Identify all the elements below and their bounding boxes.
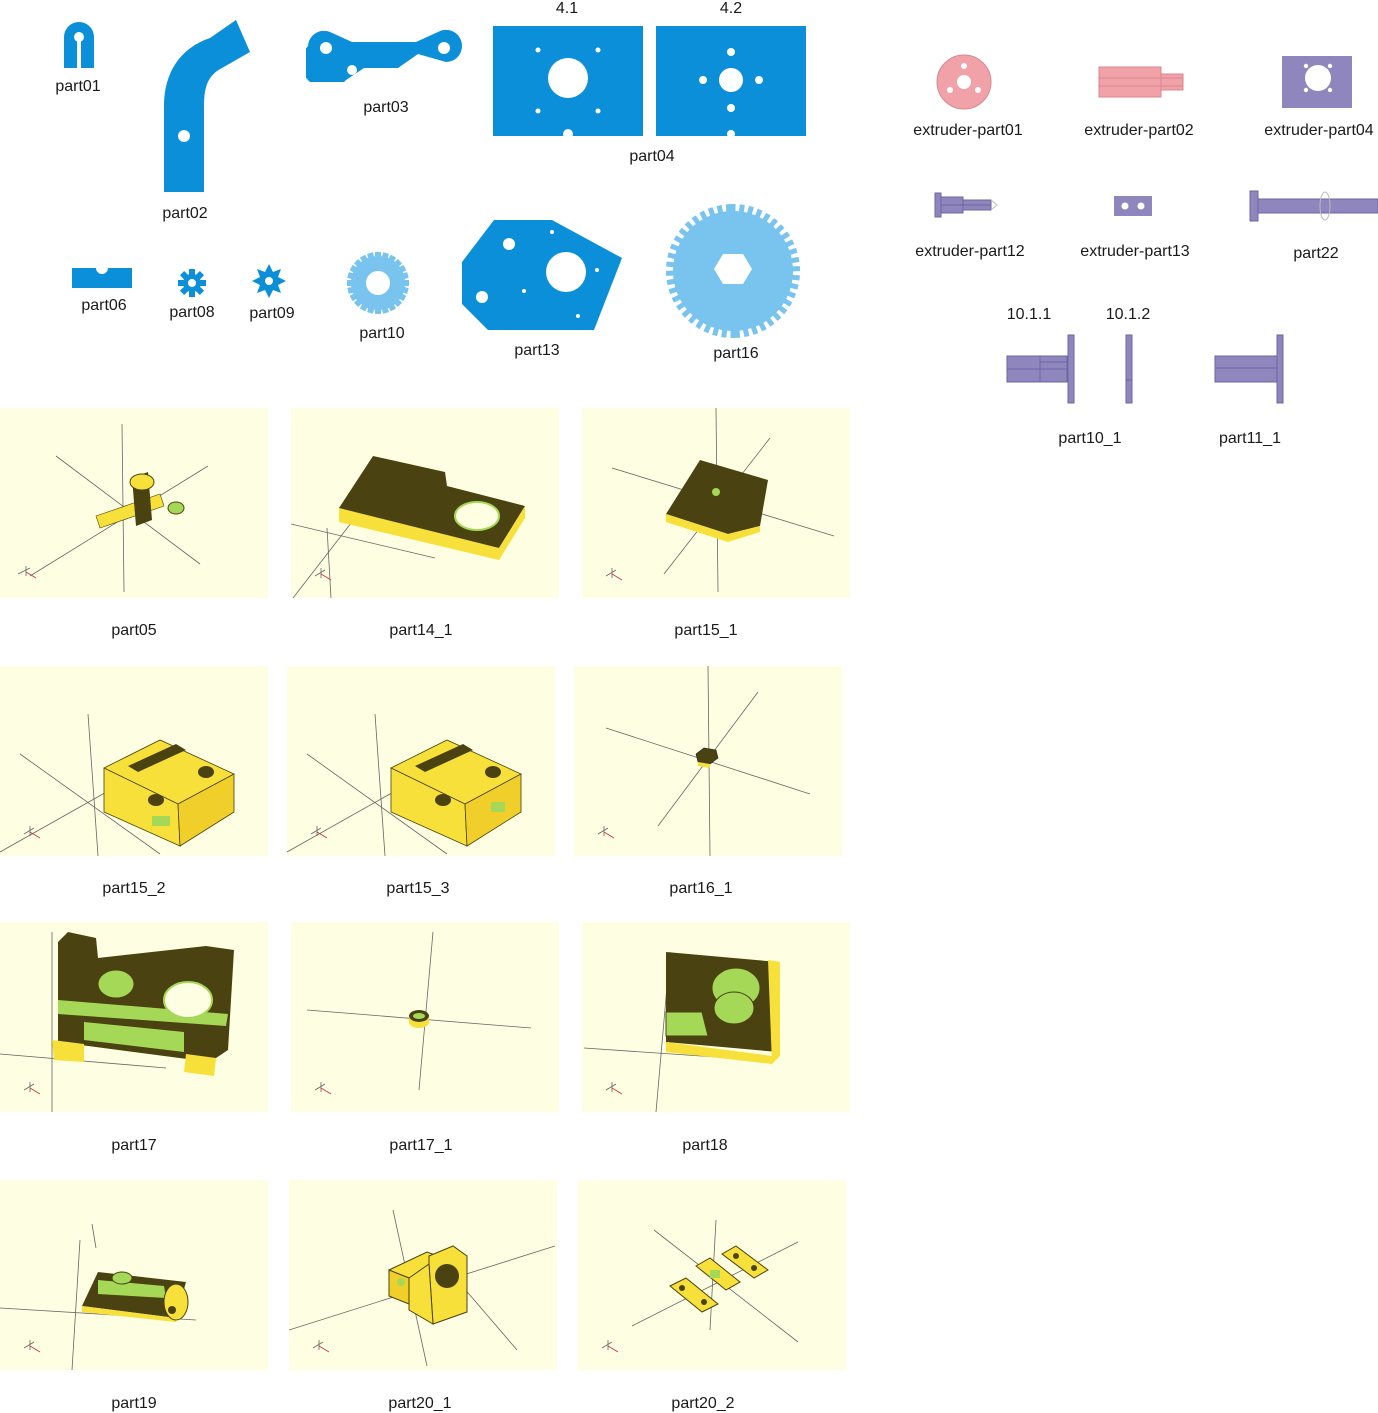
part22-label: part22 <box>1293 245 1339 262</box>
render-part18-label: part18 <box>682 1137 728 1154</box>
extruder-part13-shape <box>1114 196 1152 216</box>
sub-10-1-2-label: 10.1.2 <box>1105 306 1151 323</box>
render-part18 <box>582 922 850 1112</box>
render-part15-3-label: part15_3 <box>386 880 450 897</box>
part08-shape <box>178 269 206 297</box>
part01-label: part01 <box>55 78 101 95</box>
render-part17-label: part17 <box>111 1137 157 1154</box>
part10-1-2-shape <box>1125 334 1133 404</box>
render-part16-1 <box>574 666 842 856</box>
extruder-part02-label: extruder-part02 <box>1084 122 1194 139</box>
part10-shape <box>347 252 409 314</box>
part09-shape <box>252 264 286 298</box>
part02-label: part02 <box>162 205 208 222</box>
render-part17-1 <box>291 922 559 1112</box>
extruder-part04-label: extruder-part04 <box>1264 122 1374 139</box>
part04-variant1-label: 4.1 <box>555 0 579 17</box>
sub-10-1-1-label: 10.1.1 <box>1006 306 1052 323</box>
render-part20-1-label: part20_1 <box>388 1395 452 1412</box>
part03-shape <box>306 29 463 82</box>
render-part15-2-label: part15_2 <box>102 880 166 897</box>
extruder-part01-label: extruder-part01 <box>913 122 1023 139</box>
part04-variant2-label: 4.2 <box>719 0 743 17</box>
part04-variant1-shape <box>493 26 643 136</box>
extruder-part04-shape <box>1282 56 1352 108</box>
part11-1-label: part11_1 <box>1219 430 1281 447</box>
part04-variant2-shape <box>656 26 806 136</box>
render-part05 <box>0 408 268 598</box>
render-part20-2-label: part20_2 <box>671 1395 735 1412</box>
extruder-part12-shape <box>934 192 998 218</box>
render-part19 <box>0 1180 268 1370</box>
part06-label: part06 <box>81 297 127 314</box>
render-part20-1 <box>289 1180 557 1370</box>
part16-label: part16 <box>713 345 759 362</box>
part02-shape <box>164 20 250 192</box>
render-part16-1-label: part16_1 <box>669 880 733 897</box>
extruder-part02-shape <box>1098 66 1184 98</box>
extruder-part01-shape <box>936 54 992 110</box>
part16-shape <box>666 204 800 338</box>
part10-1-shape <box>1006 334 1075 404</box>
part09-label: part09 <box>249 305 295 322</box>
render-part15-1-label: part15_1 <box>674 622 738 639</box>
render-part05-label: part05 <box>111 622 157 639</box>
part01-shape <box>64 22 94 68</box>
render-part14-1 <box>291 408 559 598</box>
render-part15-3 <box>287 666 555 856</box>
part10-label: part10 <box>359 325 405 342</box>
render-part15-1 <box>582 408 850 598</box>
part04-label: part04 <box>629 148 675 165</box>
render-part19-label: part19 <box>111 1395 157 1412</box>
part13-shape <box>462 220 622 330</box>
part06-shape <box>72 268 132 288</box>
render-part14-1-label: part14_1 <box>389 622 453 639</box>
render-part17-1-label: part17_1 <box>389 1137 453 1154</box>
part08-label: part08 <box>169 304 215 321</box>
render-part17 <box>0 922 268 1112</box>
part03-label: part03 <box>363 99 409 116</box>
render-part20-2 <box>578 1180 846 1370</box>
part11-1-shape <box>1214 334 1284 404</box>
extruder-part13-label: extruder-part13 <box>1080 243 1190 260</box>
render-part15-2 <box>0 666 268 856</box>
part13-label: part13 <box>514 342 560 359</box>
part10-1-label: part10_1 <box>1058 430 1122 447</box>
extruder-part12-label: extruder-part12 <box>915 243 1025 260</box>
part22-shape <box>1249 190 1378 222</box>
